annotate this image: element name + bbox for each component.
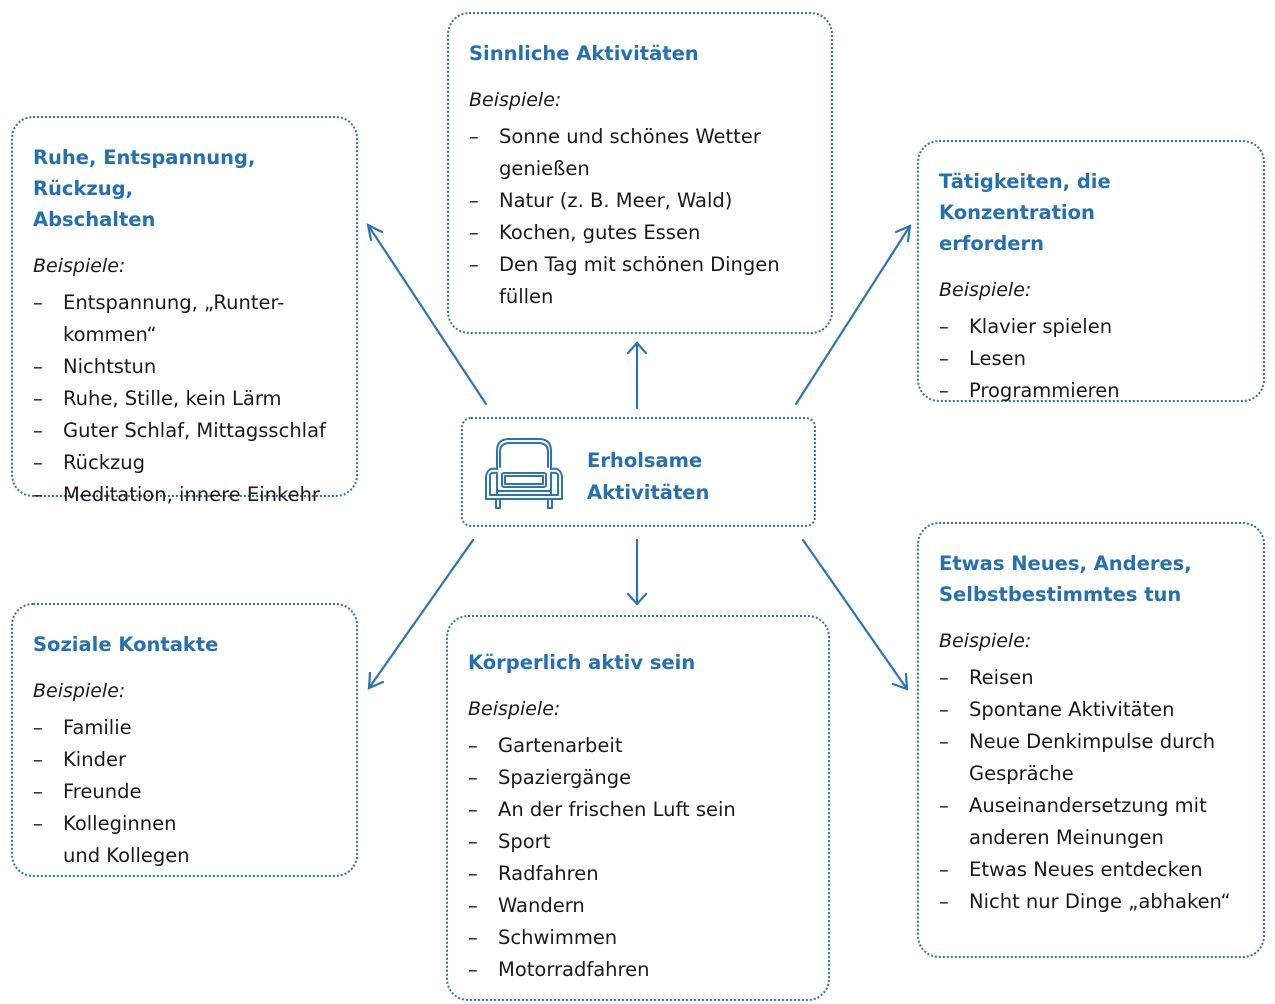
examples-label: Beispiele: <box>469 89 562 111</box>
list-item-continuation: genießen <box>499 157 590 180</box>
list-item: Natur (z. B. Meer, Wald) <box>469 185 813 217</box>
list-item: Auseinandersetzung mit <box>939 790 1245 822</box>
list-item: Nicht nur Dinge „abhaken“ <box>939 886 1245 918</box>
list-item: Kinder <box>33 744 338 776</box>
list-item: Lesen <box>939 343 1245 375</box>
list-item: Wandern <box>468 890 810 922</box>
box-title: Sinnliche Aktivitäten <box>469 42 699 65</box>
list-item: Programmieren <box>939 375 1245 407</box>
list-item: Guter Schlaf, Mittagsschlaf <box>33 415 338 447</box>
arrow-to-sinnlich <box>626 341 648 410</box>
list-item: Gartenarbeit <box>468 730 810 762</box>
list-item: Spaziergänge <box>468 762 810 794</box>
box-ruhe: Ruhe, Entspannung, Rückzug,Abschalten Be… <box>11 116 358 511</box>
examples-label: Beispiele: <box>939 279 1032 301</box>
examples-label: Beispiele: <box>33 680 126 702</box>
armchair-icon <box>485 438 563 509</box>
list-item-continuation: Gespräche <box>969 762 1074 785</box>
arrow-to-sozial <box>367 538 475 690</box>
example-list: Gartenarbeit Spaziergänge An der frische… <box>468 730 810 986</box>
box-title: Ruhe, Entspannung, Rückzug,Abschalten <box>33 146 256 231</box>
list-item: Rückzug <box>33 447 338 479</box>
list-item: Motorradfahren <box>468 954 810 986</box>
list-item-continuation: kommen“ <box>63 323 157 346</box>
example-list: Entspannung, „Runter- kommen“ Nichtstun … <box>33 287 338 511</box>
list-item: Klavier spielen <box>939 311 1245 343</box>
box-title: Soziale Kontakte <box>33 633 219 656</box>
example-list: Reisen Spontane Aktivitäten Neue Denkimp… <box>939 662 1245 918</box>
list-item: An der frischen Luft sein <box>468 794 810 826</box>
examples-label: Beispiele: <box>33 255 126 277</box>
example-list: Familie Kinder Freunde Kolleginnen und K… <box>33 712 338 872</box>
examples-label: Beispiele: <box>468 698 561 720</box>
list-item: Etwas Neues entdecken <box>939 854 1245 886</box>
example-list: Klavier spielen Lesen Programmieren <box>939 311 1245 407</box>
box-neues: Etwas Neues, Anderes,Selbstbestimmtes tu… <box>917 522 1265 958</box>
list-item: Spontane Aktivitäten <box>939 694 1245 726</box>
examples-label: Beispiele: <box>939 630 1032 652</box>
arrow-to-ruhe <box>366 223 488 406</box>
list-item: Reisen <box>939 662 1245 694</box>
list-item: Kochen, gutes Essen <box>469 217 813 249</box>
list-item: Entspannung, „Runter- <box>33 287 338 319</box>
list-item: Meditation, innere Einkehr <box>33 479 338 511</box>
list-item: Schwimmen <box>468 922 810 954</box>
list-item: Freunde <box>33 776 338 808</box>
list-item: Sonne und schönes Wetter <box>469 121 813 153</box>
list-item-continuation: füllen <box>499 285 554 308</box>
list-item: Neue Denkimpulse durch <box>939 726 1245 758</box>
box-koerper: Körperlich aktiv sein Beispiele: Gartena… <box>446 615 830 1001</box>
list-item-continuation: und Kollegen <box>63 844 190 867</box>
arrow-to-neues <box>801 538 909 691</box>
list-item: Familie <box>33 712 338 744</box>
box-sozial: Soziale Kontakte Beispiele: Familie Kind… <box>11 603 358 877</box>
list-item: Nichtstun <box>33 351 338 383</box>
arrow-to-koerper <box>626 538 648 606</box>
list-item-continuation: anderen Meinungen <box>969 826 1164 849</box>
list-item: Ruhe, Stille, kein Lärm <box>33 383 338 415</box>
box-sinnlich: Sinnliche Aktivitäten Beispiele: Sonne u… <box>447 12 833 334</box>
list-item: Kolleginnen <box>33 808 338 840</box>
list-item: Den Tag mit schönen Dingen <box>469 249 813 281</box>
list-item: Radfahren <box>468 858 810 890</box>
arrow-to-konzentration <box>794 224 912 406</box>
box-title: Körperlich aktiv sein <box>468 651 696 674</box>
box-title: Etwas Neues, Anderes,Selbstbestimmtes tu… <box>939 552 1192 606</box>
list-item: Sport <box>468 826 810 858</box>
example-list: Sonne und schönes Wetter genießen Natur … <box>469 121 813 313</box>
